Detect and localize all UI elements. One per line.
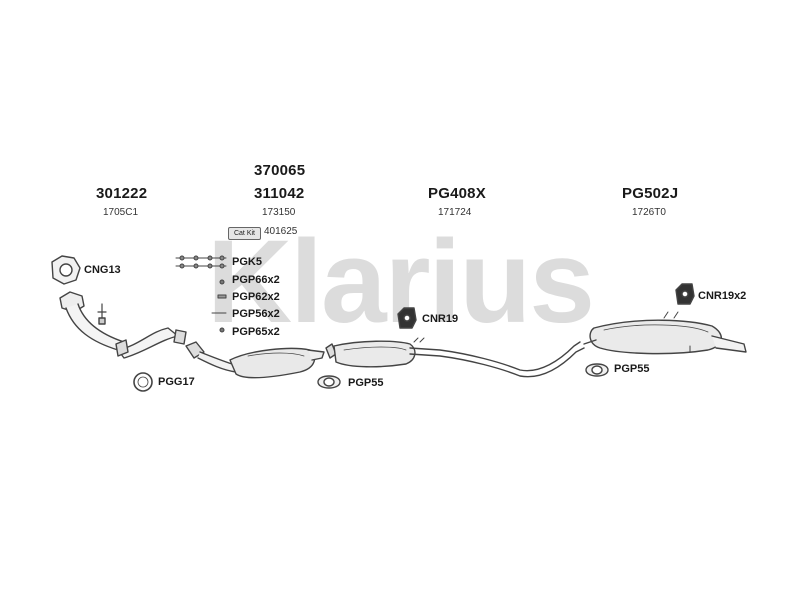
- gasket-ring-pgg17-icon: [133, 372, 153, 392]
- part-label-cnr19: CNR19: [422, 313, 459, 325]
- center-muffler-icon: [325, 337, 585, 378]
- col1-sub-code: 1705C1: [103, 207, 139, 218]
- col3-main-code: PG408X: [428, 185, 486, 202]
- part-label-pgg17: PGG17: [158, 376, 195, 388]
- col3-sub-code: 171724: [438, 207, 472, 218]
- rear-silencer-icon: [583, 311, 747, 355]
- part-label-pgp56: PGP56x2: [232, 308, 280, 320]
- col4-main-code: PG502J: [622, 185, 679, 202]
- col2-main-code: 311042: [254, 185, 305, 202]
- bolts-kit-pgk5-icon: [175, 255, 227, 269]
- col2-extra-code: 370065: [254, 162, 306, 179]
- rubber-hanger-cnr19-icon: [397, 307, 417, 329]
- part-label-pgp55-left: PGP55: [348, 377, 384, 389]
- part-label-pgk5: PGK5: [232, 256, 262, 268]
- part-label-pgp62: PGP62x2: [232, 291, 280, 303]
- col1-main-code: 301222: [96, 185, 148, 202]
- rubber-hanger-cnr19x2-icon: [675, 283, 695, 305]
- front-pipe-icon: [59, 291, 187, 359]
- part-label-pgp55-right: PGP55: [614, 363, 650, 375]
- part-label-cng13: CNG13: [84, 264, 121, 276]
- gasket-cng13-icon: [51, 255, 81, 285]
- cat-kit-code: 401625: [264, 226, 298, 237]
- clamp-pgp55-left-icon: [317, 375, 341, 389]
- col2-sub-code: 173150: [262, 207, 296, 218]
- col4-sub-code: 1726T0: [632, 207, 666, 218]
- small-fittings-icon: [211, 279, 227, 333]
- part-label-pgp65: PGP65x2: [232, 326, 280, 338]
- part-label-pgp66: PGP66x2: [232, 274, 280, 286]
- cat-kit-badge: Cat Kit: [228, 227, 261, 240]
- catalytic-converter-icon: [185, 341, 325, 379]
- clamp-pgp55-right-icon: [585, 363, 609, 377]
- part-label-cnr19x2: CNR19x2: [698, 290, 747, 302]
